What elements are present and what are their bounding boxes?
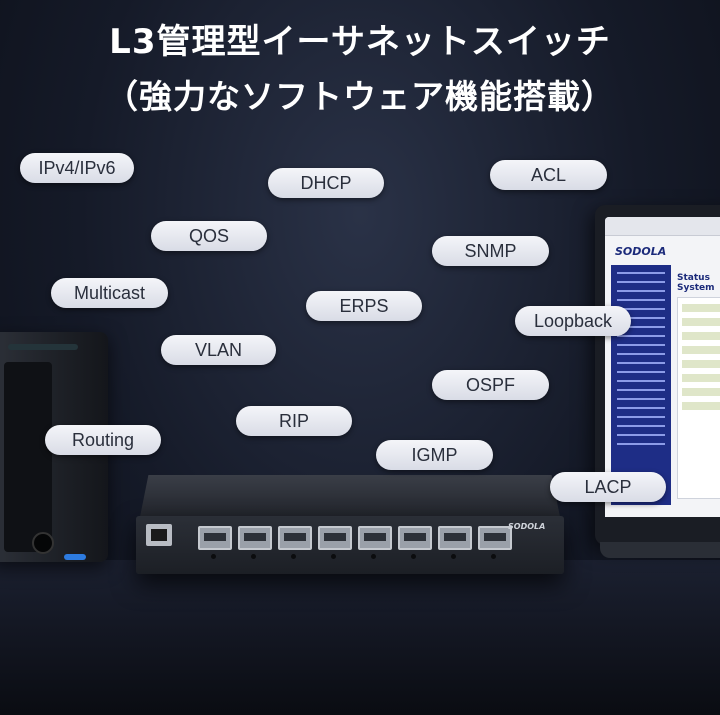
headline-title: L3管理型イーサネットスイッチ [109, 22, 611, 62]
feature-pill-rip: RIP [236, 406, 352, 436]
nas-port-icon [32, 532, 54, 554]
feature-pill-igmp: IGMP [376, 440, 493, 470]
laptop-base [600, 542, 720, 558]
feature-pill-snmp: SNMP [432, 236, 549, 266]
sfp-port-1 [198, 526, 232, 550]
feature-pill-ospf: OSPF [432, 370, 549, 400]
feature-pill-vlan: VLAN [161, 335, 276, 365]
nas-led-strip [8, 344, 78, 350]
feature-pill-erps: ERPS [306, 291, 422, 321]
screen-tab-status: Status [677, 273, 710, 283]
sfp-port-7 [438, 526, 472, 550]
screen-tabs: Status System [677, 273, 720, 293]
feature-pill-acl: ACL [490, 160, 607, 190]
sfp-port-4 [318, 526, 352, 550]
feature-pill-multicast: Multicast [51, 278, 168, 308]
desk-surface [0, 560, 720, 715]
sfp-port-5 [358, 526, 392, 550]
sfp-port-2 [238, 526, 272, 550]
laptop-screen: SODOLA Status System [605, 217, 720, 517]
screen-tab-system: System [677, 283, 715, 293]
feature-pill-routing: Routing [45, 425, 161, 455]
laptop: SODOLA Status System [595, 205, 720, 545]
sfp-port-8 [478, 526, 512, 550]
ethernet-switch: SODOLA [136, 516, 564, 574]
switch-top-cover [140, 475, 560, 517]
browser-bar [605, 217, 720, 236]
sfp-port-6 [398, 526, 432, 550]
screen-sidebar [611, 265, 671, 505]
switch-brand-logo: SODOLA [508, 522, 546, 531]
screen-panel [677, 297, 720, 499]
sfp-port-3 [278, 526, 312, 550]
feature-pill-dhcp: DHCP [268, 168, 384, 198]
feature-pill-loopback: Loopback [515, 306, 631, 336]
feature-pill-qos: QOS [151, 221, 267, 251]
rj45-console-port-icon [146, 524, 172, 546]
nas-blue-led [64, 554, 86, 560]
feature-pill-lacp: LACP [550, 472, 666, 502]
feature-pill-ipv4-ipv6: IPv4/IPv6 [20, 153, 134, 183]
nas-drive-bay [4, 362, 54, 554]
headline-subtitle: （強力なソフトウェア機能搭載） [105, 77, 615, 116]
screen-logo: SODOLA [615, 245, 667, 258]
